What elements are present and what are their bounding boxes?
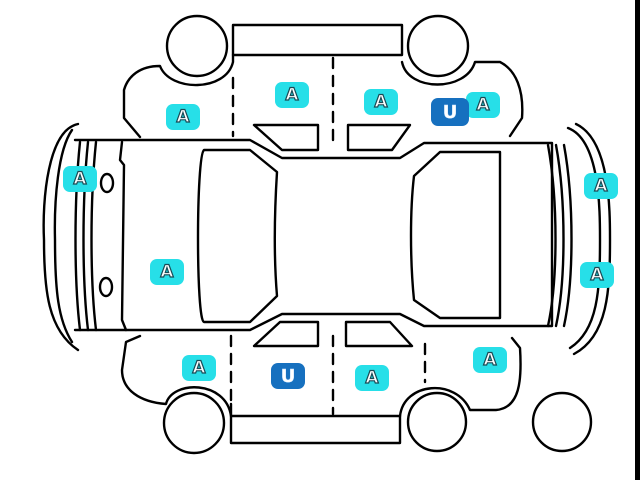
left-front-wheel: [165, 14, 229, 78]
right-body-outline: [120, 334, 522, 418]
headlight-left: [99, 172, 115, 194]
front-edge: [118, 140, 128, 332]
badge-hood[interactable]: A: [150, 259, 184, 285]
right-side-view: [120, 320, 593, 455]
body-outline: [73, 138, 554, 332]
badge-right-front-door[interactable]: U: [271, 363, 305, 389]
right-rear-wheel: [406, 391, 468, 453]
badge-left-rear-door[interactable]: A: [364, 89, 398, 115]
badge-front-bumper[interactable]: A: [63, 166, 97, 192]
badge-right-front-fender[interactable]: A: [182, 355, 216, 381]
right-front-wheel: [162, 391, 226, 455]
right-rear-window: [344, 320, 414, 348]
right-edge-bar: [635, 0, 640, 480]
badge-rear-bumper-lower[interactable]: A: [580, 262, 614, 288]
rear-window: [409, 150, 502, 320]
left-rear-window: [346, 123, 412, 152]
windshield: [196, 148, 279, 324]
right-front-window: [252, 320, 320, 348]
front-bumper: [42, 122, 80, 352]
badge-left-front-fender[interactable]: A: [166, 104, 200, 130]
badge-left-rear-quarter-u[interactable]: U: [431, 98, 469, 126]
rear-bumper-outer: [566, 122, 612, 356]
left-rear-wheel: [406, 14, 470, 78]
right-sill: [229, 414, 402, 445]
left-sill: [231, 23, 404, 57]
badge-rear-bumper-upper[interactable]: A: [584, 173, 618, 199]
spare-tire: [531, 391, 593, 453]
badge-right-rear-quarter[interactable]: A: [473, 347, 507, 373]
top-view: [42, 122, 612, 356]
badge-right-rear-door[interactable]: A: [355, 365, 389, 391]
badge-left-front-door[interactable]: A: [275, 82, 309, 108]
front-grille-lines: [74, 140, 98, 332]
rear-bumper: [546, 143, 573, 328]
left-body-outline: [122, 53, 524, 139]
left-front-window: [252, 123, 320, 152]
headlight-right: [98, 276, 114, 298]
left-side-view: [122, 14, 524, 152]
badge-left-rear-quarter-a[interactable]: A: [466, 92, 500, 118]
